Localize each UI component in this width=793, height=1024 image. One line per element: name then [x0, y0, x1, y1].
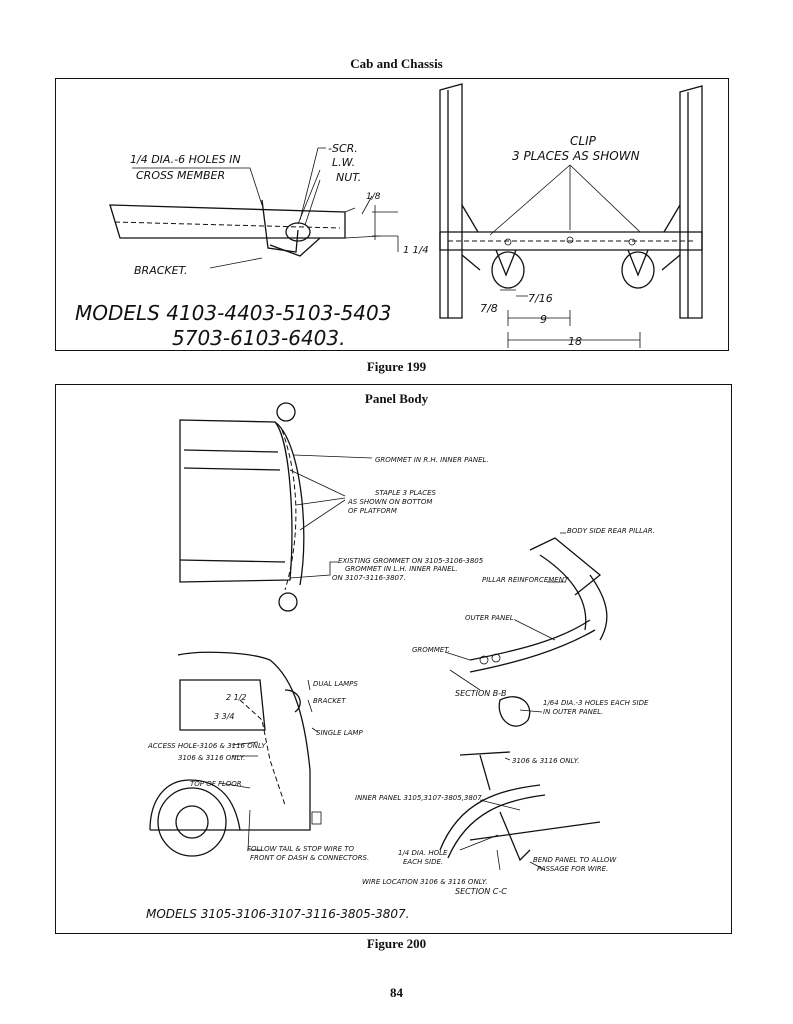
existing-label-2: GROMMET IN L.H. INNER PANEL.: [345, 565, 458, 573]
lw-label: L.W.: [332, 156, 355, 169]
outer-panel-label: OUTER PANEL.: [465, 614, 516, 622]
models-line-1: MODELS 4103-4403-5103-5403: [75, 301, 391, 325]
nut-label: NUT.: [336, 171, 361, 184]
panel-body-title: Panel Body: [364, 391, 429, 406]
figure-200-caption: Figure 200: [366, 936, 427, 951]
section-header: Cab and Chassis: [350, 56, 443, 71]
dim-7-16-label: 7/16: [528, 292, 553, 305]
dia-holes-label-2: IN OUTER PANEL.: [543, 708, 603, 716]
dia-holes-label: 1/64 DIA.-3 HOLES EACH SIDE: [543, 699, 649, 707]
dim-7-8-label: 7/8: [480, 302, 498, 315]
models-line-2: 5703-6103-6403.: [172, 326, 346, 350]
pillar-section-illustration: [444, 532, 608, 791]
cross-member-illustration: [109, 147, 399, 269]
holes-label-2: CROSS MEMBER: [136, 169, 225, 182]
grommet-label: GROMMET.: [412, 646, 450, 654]
pillar-reinf-label: PILLAR REINFORCEMENT: [482, 576, 569, 584]
side-body-illustration: [149, 651, 322, 857]
dim-3-label: 3 3/4: [214, 712, 235, 721]
scr-label: -SCR.: [328, 142, 358, 155]
staple-label: STAPLE 3 PLACES: [375, 489, 437, 497]
existing-label: EXISTING GROMMET ON 3105-3106-3805: [338, 557, 484, 565]
pillar-rear-label: BODY SIDE REAR PILLAR.: [567, 527, 655, 535]
each-side-label: EACH SIDE.: [403, 858, 443, 866]
dim-2-label: 2 1/2: [226, 693, 247, 702]
staple-label-2: AS SHOWN ON BOTTOM: [347, 498, 432, 506]
dim-1-4-label: 1 1/4: [403, 245, 429, 256]
staple-label-3: OF PLATFORM: [348, 507, 397, 515]
follow-label: FOLLOW TAIL & STOP WIRE TO: [247, 845, 355, 853]
only-3106-label: 3106 & 3116 ONLY.: [512, 757, 579, 765]
dim-9-label: 9: [540, 313, 547, 326]
dual-lamps-label: DUAL LAMPS: [313, 680, 358, 688]
bracket-label-2: BRACKET: [313, 697, 346, 705]
dim-18-label: 18: [568, 335, 582, 348]
section-bb-label: SECTION B-B: [455, 689, 507, 698]
page-number: 84: [390, 985, 403, 1000]
top-floor-label: TOP OF FLOOR: [190, 780, 242, 788]
single-lamp-label: SINGLE LAMP: [316, 729, 363, 737]
access-hole-label: ACCESS HOLE-3106 & 3116 ONLY: [147, 742, 266, 750]
existing-label-3: ON 3107-3116-3807.: [332, 574, 406, 582]
section-cc-illustration: [439, 784, 601, 871]
figure-199-frame: [55, 78, 729, 351]
bend-label: BEND PANEL TO ALLOW: [533, 856, 617, 864]
rear-body-illustration: [179, 402, 373, 612]
frame-rails-illustration: [439, 83, 703, 348]
clip-label: CLIP: [570, 134, 597, 148]
bend-label-2: PASSAGE FOR WIRE.: [537, 865, 608, 873]
dia-hole-label: 1/4 DIA. HOLE: [398, 849, 448, 857]
models-label: MODELS 3105-3106-3107-3116-3805-3807.: [146, 907, 409, 921]
figure-199-caption: Figure 199: [366, 359, 427, 374]
dim-1-8-label: 1/8: [366, 192, 381, 202]
only-3106-label-2: 3106 & 3116 ONLY.: [178, 754, 245, 762]
follow-label-2: FRONT OF DASH & CONNECTORS.: [250, 854, 369, 862]
wire-location-label: WIRE LOCATION 3106 & 3116 ONLY.: [362, 878, 488, 886]
section-cc-label: SECTION C-C: [455, 887, 507, 896]
inner-panel-label: INNER PANEL 3105,3107-3805,3807.: [355, 794, 484, 802]
holes-label: 1/4 DIA.-6 HOLES IN: [130, 153, 241, 166]
grommet-rh-label: GROMMET IN R.H. INNER PANEL.: [375, 456, 489, 464]
clip-label-2: 3 PLACES AS SHOWN: [512, 149, 640, 163]
bracket-label: BRACKET.: [134, 264, 187, 277]
figure-200-frame: [55, 384, 732, 934]
